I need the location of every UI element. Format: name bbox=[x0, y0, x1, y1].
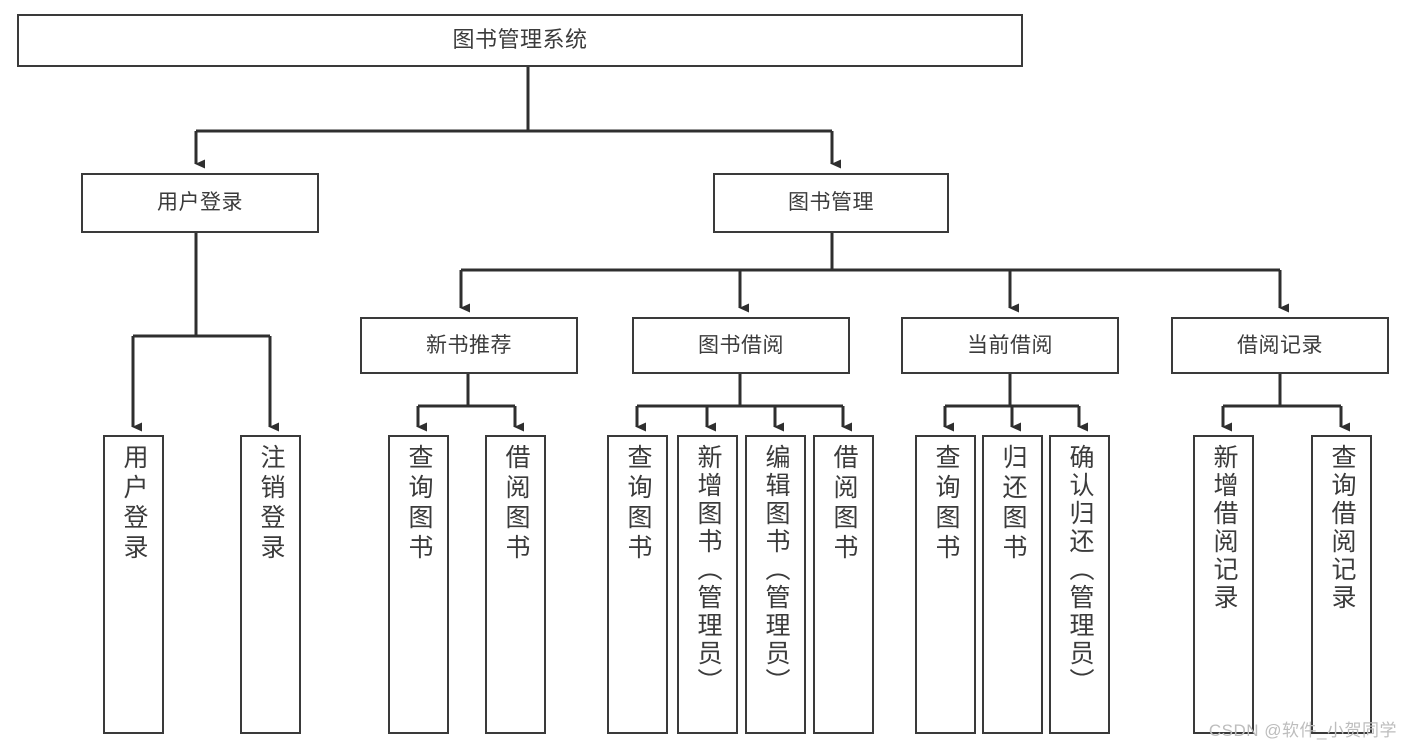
node-root-label: 图书管理系统 bbox=[452, 27, 588, 53]
leaf-borrow-book-1[interactable]: 借阅图书 bbox=[485, 435, 546, 734]
leaf-confirm-return[interactable]: 确认归还（管理员） bbox=[1049, 435, 1110, 734]
node-new-book-recommend-label: 新书推荐 bbox=[426, 333, 512, 357]
leaf-user-logout-label: 注销登录 bbox=[257, 444, 285, 564]
node-user-login[interactable]: 用户登录 bbox=[81, 173, 319, 233]
leaf-borrow-book-2[interactable]: 借阅图书 bbox=[813, 435, 874, 734]
node-new-book-recommend[interactable]: 新书推荐 bbox=[360, 317, 578, 374]
leaf-borrow-book-1-label: 借阅图书 bbox=[502, 444, 530, 564]
node-book-manage[interactable]: 图书管理 bbox=[713, 173, 949, 233]
leaf-borrow-book-2-label: 借阅图书 bbox=[830, 444, 858, 564]
node-root[interactable]: 图书管理系统 bbox=[17, 14, 1023, 67]
leaf-edit-book-label: 编辑图书（管理员） bbox=[762, 444, 790, 696]
leaf-user-login[interactable]: 用户登录 bbox=[103, 435, 164, 734]
node-user-login-label: 用户登录 bbox=[157, 191, 243, 215]
leaf-query-book-1-label: 查询图书 bbox=[405, 444, 433, 564]
leaf-confirm-return-label: 确认归还（管理员） bbox=[1066, 444, 1094, 696]
leaf-query-book-3-label: 查询图书 bbox=[932, 444, 960, 564]
leaf-query-record[interactable]: 查询借阅记录 bbox=[1311, 435, 1372, 734]
leaf-user-login-label: 用户登录 bbox=[120, 444, 148, 564]
leaf-query-book-2[interactable]: 查询图书 bbox=[607, 435, 668, 734]
node-book-borrow-label: 图书借阅 bbox=[698, 333, 784, 357]
node-borrow-record[interactable]: 借阅记录 bbox=[1171, 317, 1389, 374]
watermark: CSDN @软件_小贺同学 bbox=[1208, 721, 1397, 740]
leaf-query-book-2-label: 查询图书 bbox=[624, 444, 652, 564]
node-current-borrow-label: 当前借阅 bbox=[967, 333, 1053, 357]
leaf-add-record[interactable]: 新增借阅记录 bbox=[1193, 435, 1254, 734]
leaf-add-book-label: 新增图书（管理员） bbox=[694, 444, 722, 696]
node-current-borrow[interactable]: 当前借阅 bbox=[901, 317, 1119, 374]
leaf-query-record-label: 查询借阅记录 bbox=[1328, 444, 1356, 612]
leaf-edit-book[interactable]: 编辑图书（管理员） bbox=[745, 435, 806, 734]
leaf-add-record-label: 新增借阅记录 bbox=[1210, 444, 1238, 612]
node-book-manage-label: 图书管理 bbox=[788, 191, 874, 215]
leaf-query-book-3[interactable]: 查询图书 bbox=[915, 435, 976, 734]
node-borrow-record-label: 借阅记录 bbox=[1237, 333, 1323, 357]
leaf-query-book-1[interactable]: 查询图书 bbox=[388, 435, 449, 734]
node-book-borrow[interactable]: 图书借阅 bbox=[632, 317, 850, 374]
leaf-user-logout[interactable]: 注销登录 bbox=[240, 435, 301, 734]
leaf-return-book[interactable]: 归还图书 bbox=[982, 435, 1043, 734]
leaf-return-book-label: 归还图书 bbox=[999, 444, 1027, 564]
leaf-add-book[interactable]: 新增图书（管理员） bbox=[677, 435, 738, 734]
